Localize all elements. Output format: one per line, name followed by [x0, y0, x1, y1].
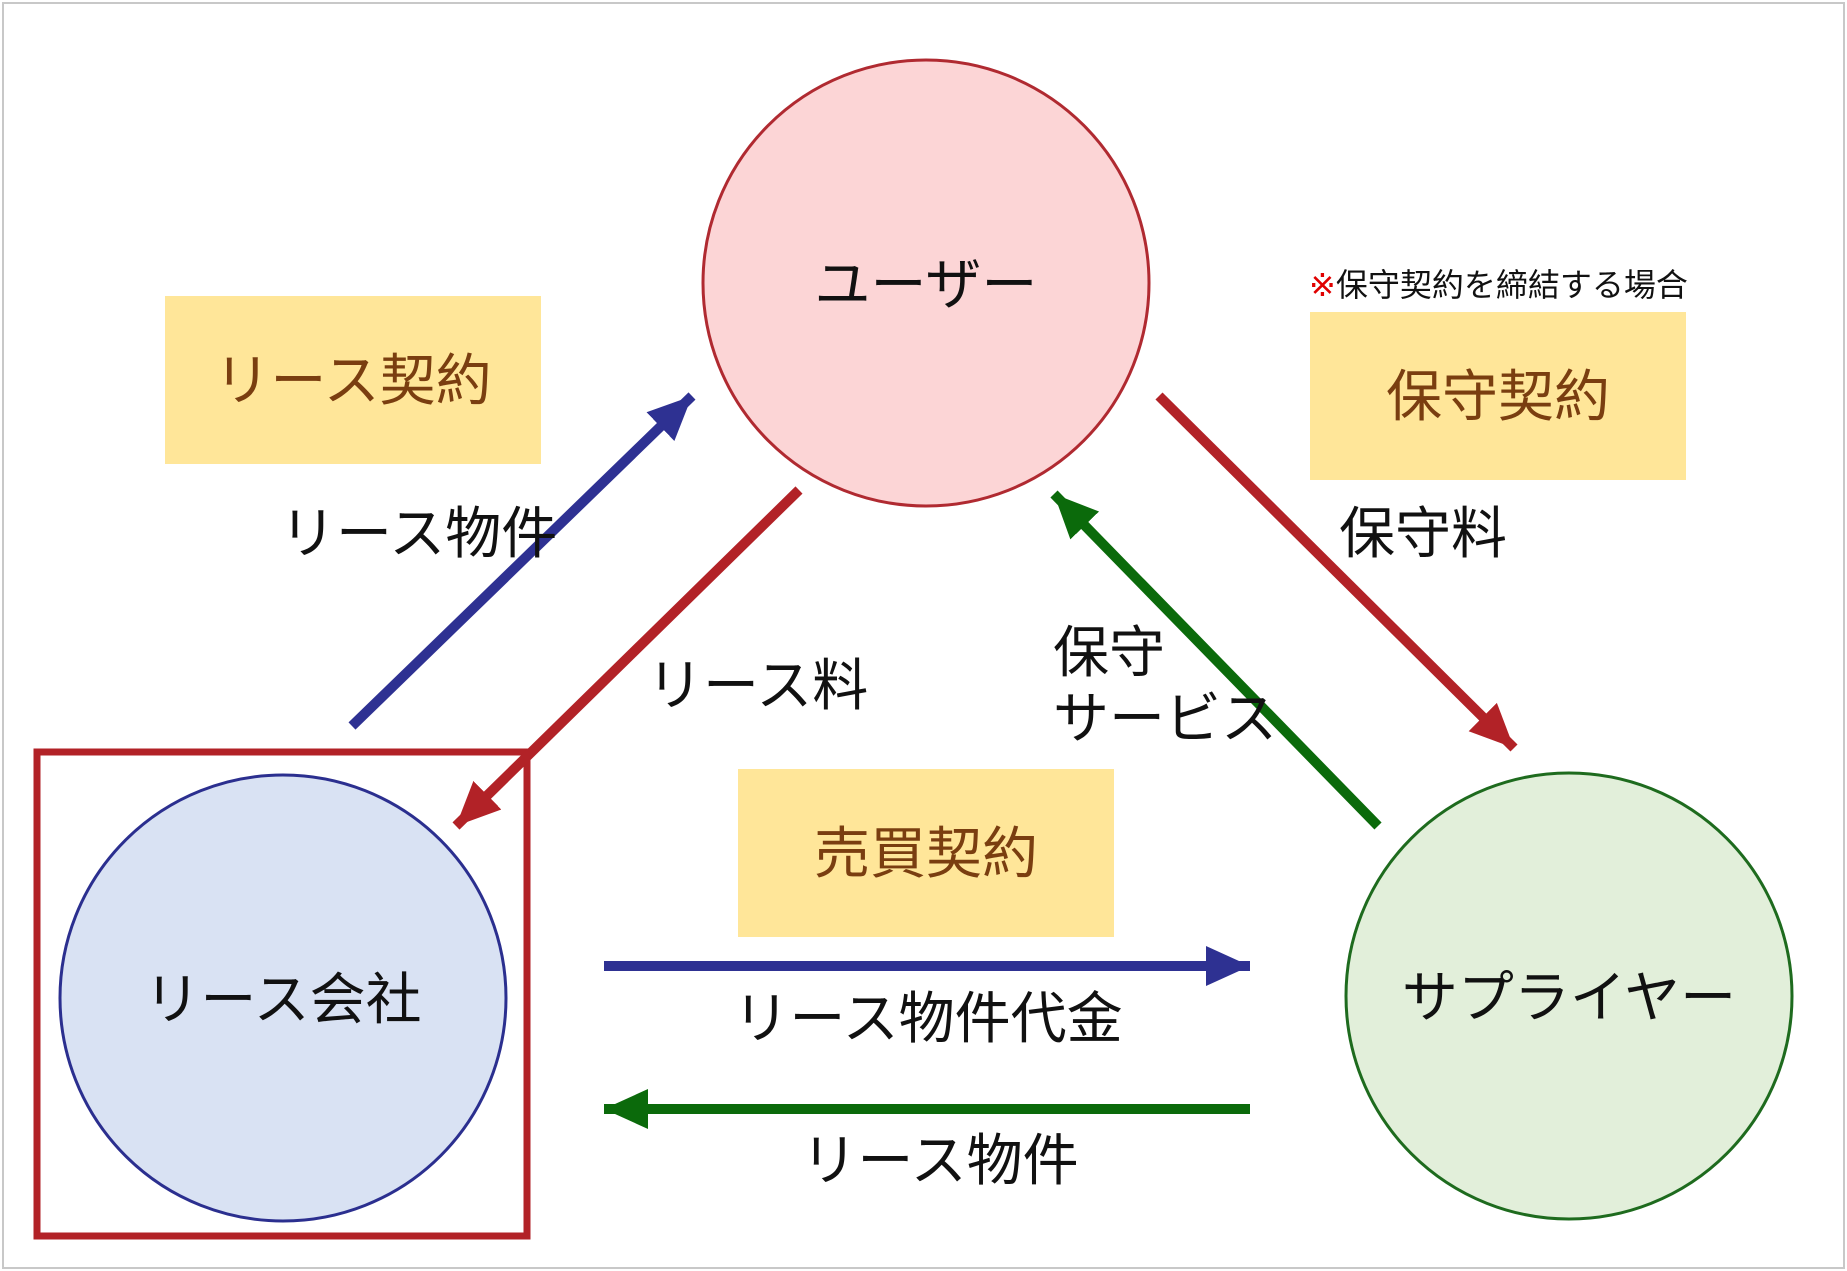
flow-label-lease-fee: リース料	[647, 654, 868, 719]
note-text: 保守契約を締結する場合	[1336, 266, 1688, 304]
flow-label-maintenance-service-line2: サービス	[1053, 687, 1277, 752]
supplier-node	[1344, 771, 1794, 1221]
maintenance-contract-label: 保守契約	[1386, 365, 1610, 430]
sale-contract-label: 売買契約	[814, 822, 1038, 887]
maintenance-note: ※保守契約を締結する場合	[1309, 266, 1688, 304]
flow-label-lease-item-to-company: リース物件	[801, 1129, 1078, 1194]
flow-label-item-payment: リース物件代金	[733, 987, 1122, 1052]
flow-label-maintenance-service-line1: 保守	[1053, 621, 1165, 686]
lease-contract-label: リース契約	[214, 349, 491, 414]
lease-contract-box	[165, 296, 541, 464]
arrow-maintenance-service-to-user	[1050, 490, 1382, 830]
arrow-lease-item-to-user	[348, 392, 696, 730]
user-node	[701, 58, 1151, 508]
note-mark: ※	[1309, 266, 1336, 304]
arrow-lease-fee-to-company	[452, 486, 803, 830]
flow-label-maintenance-fee: 保守料	[1339, 502, 1507, 567]
sale-contract-box	[738, 769, 1114, 937]
lease-company-node-label: リース会社	[144, 968, 421, 1033]
arrow-maintenance-fee-to-supplier	[1155, 392, 1518, 752]
maintenance-contract-box	[1310, 312, 1686, 480]
supplier-node-label: サプライヤー	[1402, 966, 1736, 1031]
lease-company-highlight-frame	[33, 748, 531, 1240]
flow-label-lease-item-to-user: リース物件	[280, 502, 557, 567]
lease-company-node	[58, 773, 508, 1223]
user-node-label: ユーザー	[815, 253, 1038, 318]
